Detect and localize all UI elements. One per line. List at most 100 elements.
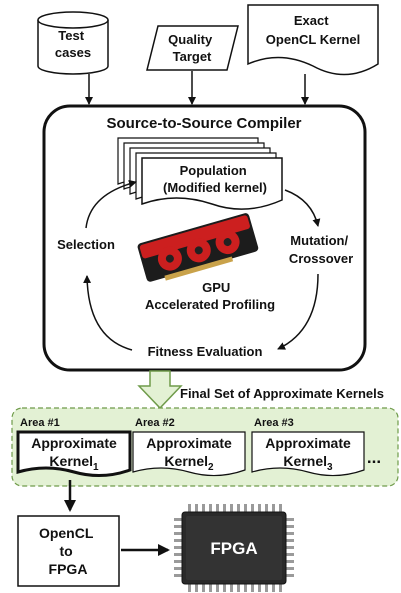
test-cases-label: Test cases bbox=[55, 28, 91, 60]
population-to-mutation-arrow bbox=[284, 189, 321, 227]
chip-pin bbox=[216, 504, 219, 512]
chip-pin bbox=[258, 504, 261, 512]
kernel-area-label: Area #1 bbox=[20, 417, 60, 429]
fpga-chip-label: FPGA bbox=[210, 539, 257, 558]
kernel-name: Approximate bbox=[31, 435, 117, 451]
exact-kernel-document: Exact OpenCL Kernel bbox=[247, 4, 379, 76]
chip-pin bbox=[237, 504, 240, 512]
chip-pin bbox=[286, 518, 294, 521]
population-line-2: (Modified kernel) bbox=[163, 180, 267, 195]
quality-target-label: Quality Target bbox=[168, 32, 216, 64]
chip-pin bbox=[174, 574, 182, 577]
exact-kernel-line-2: OpenCL Kernel bbox=[266, 32, 360, 47]
population-label: Population (Modified kernel) bbox=[163, 163, 267, 195]
chip-pin bbox=[279, 504, 282, 512]
chip-pin bbox=[209, 504, 212, 512]
chip-pin bbox=[279, 584, 282, 592]
mutation-line-1: Mutation/ bbox=[290, 233, 348, 248]
selection-label: Selection bbox=[57, 237, 115, 252]
kernel-area-label: Area #2 bbox=[135, 417, 175, 429]
chip-pin bbox=[174, 567, 182, 570]
selection-to-population-arrow bbox=[85, 179, 137, 229]
chip-pin bbox=[209, 584, 212, 592]
chip-pin bbox=[286, 532, 294, 535]
mutation-to-fitness-arrow bbox=[277, 273, 319, 350]
chip-pin bbox=[286, 574, 294, 577]
chip-pin bbox=[202, 584, 205, 592]
chip-pin bbox=[286, 567, 294, 570]
kernel-document-shape bbox=[16, 430, 132, 477]
fitness-label: Fitness Evaluation bbox=[148, 344, 263, 359]
opencl-line-3: FPGA bbox=[49, 561, 88, 577]
test-cases-database: Test cases bbox=[37, 11, 109, 75]
chip-pin bbox=[286, 546, 294, 549]
chip-pin bbox=[216, 584, 219, 592]
kernel-document-shape bbox=[251, 431, 365, 477]
fitness-to-selection-arrow bbox=[83, 275, 133, 351]
chip-pin bbox=[265, 584, 268, 592]
chip-pin bbox=[195, 504, 198, 512]
chip-pin bbox=[174, 560, 182, 563]
population-line-1: Population bbox=[180, 163, 247, 178]
gpu-label: GPU Accelerated Profiling bbox=[145, 280, 275, 312]
chip-pin bbox=[251, 504, 254, 512]
opencl-to-fpga-box bbox=[17, 515, 120, 587]
chip-pin bbox=[286, 560, 294, 563]
chip-pin bbox=[286, 539, 294, 542]
chip-pin bbox=[174, 539, 182, 542]
kernel-name: Approximate bbox=[265, 435, 351, 451]
gpu-card-icon bbox=[137, 213, 259, 282]
compiler-title: Source-to-Source Compiler bbox=[106, 115, 301, 132]
chip-pin bbox=[265, 504, 268, 512]
opencl-line-1: OpenCL bbox=[39, 525, 94, 541]
kernel-area-label: Area #3 bbox=[254, 417, 294, 429]
chip-pin bbox=[244, 504, 247, 512]
population-stack: Population (Modified kernel) bbox=[117, 137, 283, 210]
chip-pin bbox=[174, 532, 182, 535]
chip-pin bbox=[174, 546, 182, 549]
chip-pin bbox=[230, 504, 233, 512]
chip-pin bbox=[244, 584, 247, 592]
compiler-output-arrow bbox=[137, 370, 183, 410]
test-cases-line-1: Test bbox=[58, 28, 84, 43]
chip-pin bbox=[174, 518, 182, 521]
fpga-chip-icon: FPGA bbox=[174, 504, 294, 592]
chip-pin bbox=[174, 525, 182, 528]
opencl-to-fpga-label: OpenCL to FPGA bbox=[39, 525, 97, 577]
gpu-line-2: Accelerated Profiling bbox=[145, 297, 275, 312]
chip-pin bbox=[258, 584, 261, 592]
mutation-line-2: Crossover bbox=[289, 251, 353, 266]
chip-pin bbox=[223, 584, 226, 592]
exact-kernel-label: Exact OpenCL Kernel bbox=[266, 13, 360, 47]
mutation-label: Mutation/ Crossover bbox=[289, 233, 353, 266]
chip-pin bbox=[188, 584, 191, 592]
exact-kernel-line-1: Exact bbox=[294, 13, 329, 28]
chip-pin bbox=[223, 504, 226, 512]
chip-pin bbox=[230, 584, 233, 592]
fpga-chip-pins bbox=[174, 504, 294, 592]
test-cases-line-2: cases bbox=[55, 45, 91, 60]
kernel-document-shape bbox=[132, 431, 246, 477]
chip-pin bbox=[286, 525, 294, 528]
kernel-sub-label: Kernel3 bbox=[283, 453, 333, 473]
chip-pin bbox=[202, 504, 205, 512]
kernel-sub-label: Kernel2 bbox=[164, 453, 214, 473]
chip-pin bbox=[251, 584, 254, 592]
quality-target-input: Quality Target bbox=[146, 25, 239, 71]
chip-pin bbox=[237, 584, 240, 592]
final-set-title: Final Set of Approximate Kernels bbox=[180, 386, 384, 401]
chip-pin bbox=[174, 553, 182, 556]
chip-pin bbox=[188, 504, 191, 512]
chip-pin bbox=[195, 584, 198, 592]
gpu-line-1: GPU bbox=[202, 280, 230, 295]
quality-target-line-2: Target bbox=[173, 49, 212, 64]
more-kernels-ellipsis: ... bbox=[367, 448, 381, 467]
chip-pin bbox=[272, 584, 275, 592]
chip-pin bbox=[286, 553, 294, 556]
kernel-name: Approximate bbox=[146, 435, 232, 451]
